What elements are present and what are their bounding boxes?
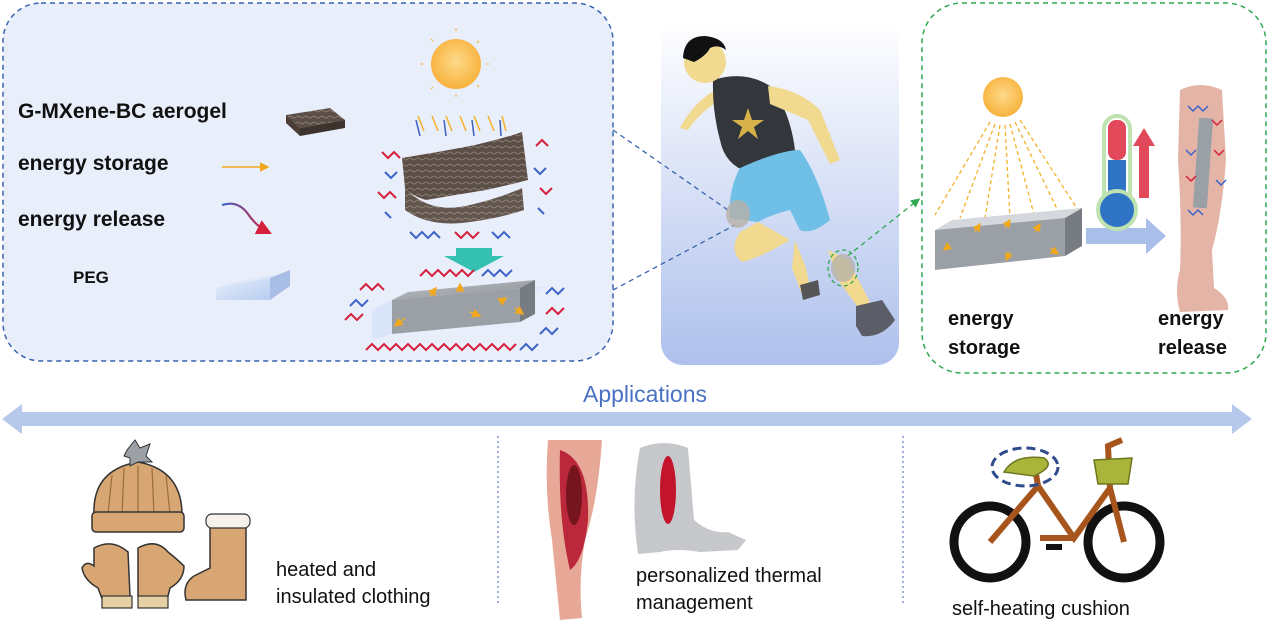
- aerogel-wave-icon: [402, 132, 528, 224]
- sun-icon: [983, 77, 1023, 117]
- release-arrow-icon: [221, 202, 272, 234]
- sunlight-rays: [934, 119, 1079, 219]
- applications-title: Applications: [583, 381, 708, 407]
- right-storage-caption: energy storage: [948, 305, 1020, 363]
- sun-icon: [420, 28, 492, 100]
- thermal-line1: personalized thermal: [636, 565, 822, 587]
- boot-icon: [184, 513, 251, 601]
- clothing-caption: heated and insulated clothing: [276, 557, 431, 611]
- legend-aerogel-label: G-MXene-BC aerogel: [18, 100, 227, 123]
- right-release-line2: release: [1158, 337, 1227, 359]
- peg-block-icon: [216, 270, 290, 300]
- thermometer-icon: [1096, 114, 1155, 231]
- arm-icon: [634, 443, 746, 554]
- right-storage-line2: storage: [948, 337, 1021, 359]
- legend-storage-label: energy storage: [18, 152, 169, 175]
- legend-peg-label: PEG: [73, 268, 109, 287]
- composite-slab-icon: [372, 280, 548, 340]
- right-storage-line1: energy: [948, 308, 1014, 330]
- leg-muscle-icon: [546, 440, 602, 620]
- aerogel-block-icon: [286, 108, 345, 136]
- applications-arrow: [2, 404, 1252, 434]
- transfer-arrow-icon: [1086, 218, 1166, 254]
- process-arrow-icon: [444, 248, 504, 272]
- incoming-sunlight-arrows: [417, 115, 507, 132]
- bicycle-icon: [949, 437, 1165, 583]
- runner-figure: [680, 36, 895, 337]
- mittens-icon: [81, 543, 185, 609]
- thermal-line2: management: [636, 592, 753, 614]
- right-release-line1: energy: [1158, 308, 1224, 330]
- leg-icon: [1177, 85, 1229, 312]
- legend-release-label: energy release: [18, 208, 166, 231]
- thermal-caption: personalized thermal management: [636, 563, 822, 617]
- right-release-caption: energy release: [1158, 305, 1227, 363]
- clothing-line1: heated and: [276, 559, 377, 581]
- cushion-caption: self-heating cushion: [952, 598, 1130, 620]
- clothing-line2: insulated clothing: [276, 586, 431, 608]
- winter-hat-icon: [91, 439, 185, 533]
